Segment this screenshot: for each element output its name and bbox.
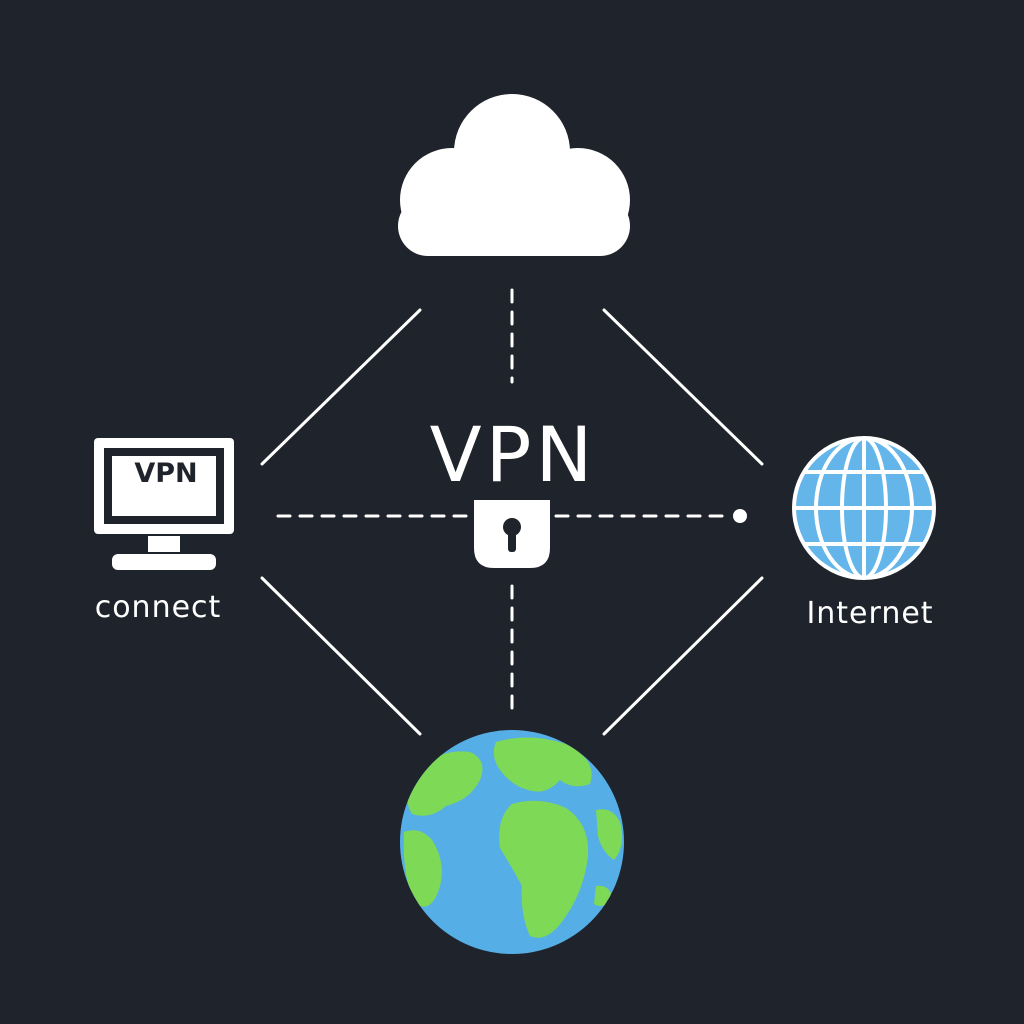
globe-grid-icon	[792, 436, 936, 580]
connectors	[260, 288, 764, 736]
padlock-icon	[474, 500, 550, 568]
earth-icon	[400, 730, 624, 954]
cloud-icon	[398, 94, 630, 256]
monitor-screen-text: VPN	[134, 458, 198, 489]
connector-internet-to-earth	[602, 576, 764, 736]
connector-cloud-to-internet	[602, 308, 764, 466]
connector-cloud-to-client	[260, 308, 422, 466]
diagram-title: VPN	[429, 410, 597, 499]
connector-endpoint-dot	[733, 509, 747, 523]
monitor-icon	[94, 438, 234, 570]
connector-client-to-earth	[260, 576, 422, 736]
client-label: connect	[94, 590, 222, 625]
internet-label: Internet	[806, 596, 934, 631]
